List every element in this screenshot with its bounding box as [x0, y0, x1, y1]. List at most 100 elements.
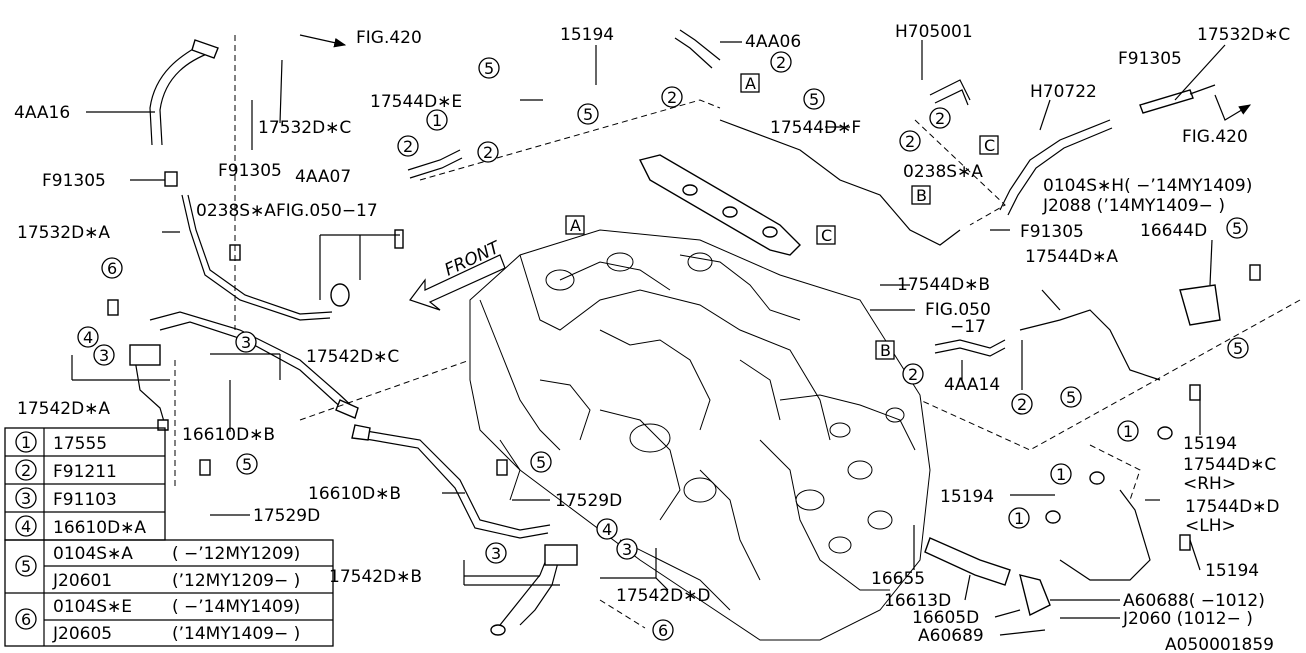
legend-range-6b: (’14MY1409− )	[172, 624, 300, 644]
box-c-mid-letter: C	[821, 226, 832, 245]
circle-4: 4	[83, 328, 93, 347]
circle-5: 5	[1232, 219, 1242, 238]
circle-2: 2	[935, 109, 945, 128]
box-b-top	[911, 185, 931, 205]
label-a60689: A60689	[918, 626, 984, 646]
circle-1: 1	[1123, 422, 1133, 441]
circle-5: 5	[536, 453, 546, 472]
legend-range-5b: (’12MY1209− )	[172, 571, 300, 591]
leader-lines	[71, 34, 1252, 636]
label-f91305-topleft: F91305	[218, 161, 282, 181]
box-a-mid-letter: A	[570, 216, 581, 235]
legend-num-2: 2	[21, 461, 31, 480]
legend-part-5b: J20601	[52, 571, 112, 591]
reference-boxes: A A B B C C	[565, 73, 999, 360]
box-c-mid	[816, 225, 836, 245]
label-f91305-mid: F91305	[1020, 222, 1084, 242]
label-h705001: H705001	[895, 22, 973, 42]
circle-6: 6	[107, 259, 117, 278]
dashed-group-outlines	[174, 35, 1301, 629]
label-16610db-mid: 16610D∗B	[308, 484, 401, 504]
circle-2: 2	[667, 88, 677, 107]
hoses-and-pipes	[107, 29, 1261, 636]
label-fig420-right: FIG.420	[1182, 127, 1248, 147]
label-fig050-17: −17	[950, 317, 986, 337]
label-4aa16: 4AA16	[14, 103, 70, 123]
box-a-top	[740, 73, 760, 93]
circle-2: 2	[776, 53, 786, 72]
circle-3: 3	[99, 346, 109, 365]
box-a-top-letter: A	[745, 74, 756, 93]
circle-3: 3	[622, 540, 632, 559]
circle-2: 2	[483, 143, 493, 162]
label-4aa14: 4AA14	[944, 375, 1000, 395]
legend-range-6a: ( −’14MY1409)	[172, 597, 300, 617]
label-h70722: H70722	[1030, 82, 1097, 102]
front-arrow: FRONT	[409, 237, 506, 311]
engine-block-illustration	[469, 229, 931, 641]
front-label: FRONT	[442, 237, 505, 280]
callout-labels: FIG.420 15194 4AA06 H705001 17532D∗C F91…	[14, 22, 1290, 653]
label-17529d-mid: 17529D	[555, 491, 622, 511]
label-15194-r2: 15194	[1205, 561, 1259, 581]
legend-part-6b: J20605	[52, 624, 112, 644]
legend-table: 1 17555 2 F91211 3 F91103 4 16610D∗A 5 0…	[4, 427, 334, 647]
label-j2088: J2088 (’14MY1409− )	[1042, 196, 1225, 216]
label-16644d: 16644D	[1140, 221, 1207, 241]
label-fig420-top: FIG.420	[356, 28, 422, 48]
label-17544df: 17544D∗F	[770, 118, 861, 138]
legend-part-1: 17555	[53, 434, 107, 454]
label-17544dd: 17544D∗D	[1185, 497, 1280, 517]
box-c-top-letter: C	[984, 136, 995, 155]
legend-part-4: 16610D∗A	[53, 518, 146, 538]
label-0238sa-top: 0238S∗A	[903, 162, 983, 182]
circle-5: 5	[484, 59, 494, 78]
label-f91305-left: F91305	[42, 171, 106, 191]
circle-5: 5	[583, 105, 593, 124]
label-17542db: 17542D∗B	[329, 567, 422, 587]
box-b-mid	[875, 340, 895, 360]
label-0104sh: 0104S∗H( −’14MY1409)	[1043, 176, 1252, 196]
label-17529d-left: 17529D	[253, 506, 320, 526]
circle-1: 1	[432, 111, 442, 130]
label-17544dc: 17544D∗C	[1183, 455, 1276, 475]
label-17542da: 17542D∗A	[17, 399, 110, 419]
circle-3: 3	[241, 333, 251, 352]
label-4aa07: 4AA07	[295, 167, 351, 187]
legend-num-1: 1	[21, 433, 31, 452]
label-fig050-17-top: FIG.050−17	[276, 201, 378, 221]
diagram-id: A050001859	[1165, 635, 1274, 653]
label-15194-r1: 15194	[1183, 434, 1237, 454]
label-rh: <RH>	[1183, 474, 1236, 494]
circle-1: 1	[1014, 509, 1024, 528]
circle-5: 5	[1233, 339, 1243, 358]
label-17532dc-topleft: 17532D∗C	[258, 118, 351, 138]
circle-2: 2	[403, 137, 413, 156]
circle-5: 5	[242, 455, 252, 474]
fuel-rail-illustration	[638, 154, 801, 256]
circle-5: 5	[809, 90, 819, 109]
circle-3: 3	[491, 544, 501, 563]
label-16613d: 16613D	[884, 591, 951, 611]
label-15194-mid: 15194	[940, 487, 994, 507]
label-17544db: 17544D∗B	[897, 275, 990, 295]
legend-num-3: 3	[21, 489, 31, 508]
box-c-top	[979, 135, 999, 155]
label-fig050: FIG.050	[925, 300, 991, 320]
circled-numbers: 5 2 2 5 1 5 2 2 2 2 5 6 4 3 3 5 2 5 2 1 …	[77, 51, 1249, 641]
circle-2: 2	[1017, 395, 1027, 414]
label-17544de: 17544D∗E	[370, 92, 462, 112]
legend-num-6: 6	[21, 610, 31, 629]
label-17532da: 17532D∗A	[17, 223, 110, 243]
label-16605d: 16605D	[912, 608, 979, 628]
label-j2060: J2060 (1012− )	[1122, 609, 1253, 629]
circle-4: 4	[602, 520, 612, 539]
circle-6: 6	[658, 621, 668, 640]
legend-num-4: 4	[21, 517, 31, 536]
circle-5: 5	[1066, 388, 1076, 407]
legend-part-6a: 0104S∗E	[53, 597, 132, 617]
label-17542dc: 17542D∗C	[306, 347, 399, 367]
circle-2: 2	[908, 365, 918, 384]
